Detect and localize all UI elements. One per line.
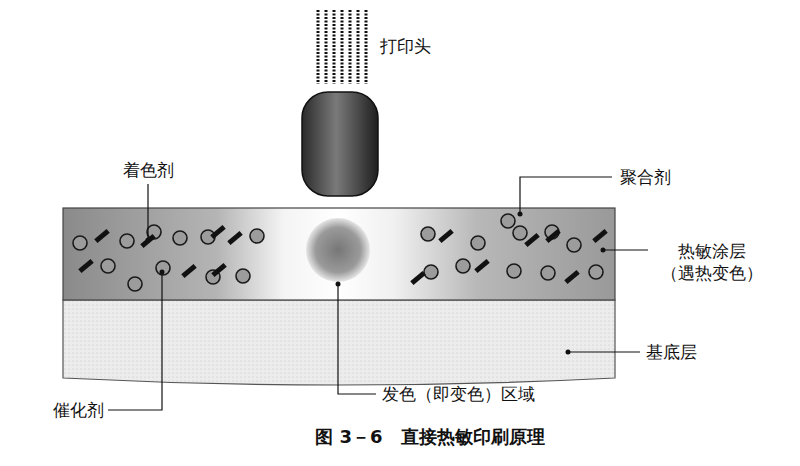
particle: [120, 234, 134, 248]
particle: [236, 269, 250, 283]
part-label: 着色剂: [123, 159, 174, 181]
particle: [156, 261, 170, 275]
color-spot: [306, 218, 370, 282]
particle: [73, 236, 87, 250]
particle: [456, 259, 470, 273]
particle-dash: [410, 271, 425, 285]
particle: [424, 265, 438, 279]
particle: [513, 226, 527, 240]
particle-dash: [227, 231, 242, 245]
particle: [101, 259, 115, 273]
leader-lines: [108, 177, 648, 410]
particle-dash: [211, 263, 226, 277]
particle: [421, 227, 435, 241]
particle-dash: [545, 229, 560, 243]
particle: [541, 266, 555, 280]
part-label: 催化剂: [53, 399, 104, 421]
particle-dash: [592, 229, 607, 243]
leader-dots: [146, 212, 606, 355]
particle: [507, 264, 521, 278]
base-layer: [63, 300, 615, 385]
part-label: 基底层: [646, 341, 697, 363]
particle: [471, 236, 485, 250]
particle-dash: [474, 259, 489, 273]
particle: [567, 238, 581, 252]
part-label: 打印头: [380, 35, 431, 57]
thermal-coating: [63, 208, 615, 300]
particle-dash: [564, 270, 579, 284]
particle-dash: [524, 233, 539, 247]
particle-dash: [181, 264, 196, 278]
particle: [501, 214, 515, 228]
particle: [173, 231, 187, 245]
part-label: 发色（即变色）区域: [382, 383, 535, 405]
particle: [589, 265, 603, 279]
particle-dash: [94, 229, 109, 243]
particle: [128, 277, 142, 291]
print-head: [302, 92, 378, 196]
particle: [250, 229, 264, 243]
figure-caption: 图 3－6 直接热敏印刷原理: [315, 425, 544, 449]
part-label: 热敏涂层 （遇热变色）: [652, 240, 772, 284]
particle-dash: [78, 259, 93, 273]
particle-dash: [438, 229, 453, 243]
particle-dash: [210, 225, 225, 239]
heat-lines: [318, 10, 366, 84]
particles: [73, 214, 608, 291]
part-label: 聚合剂: [620, 166, 671, 188]
